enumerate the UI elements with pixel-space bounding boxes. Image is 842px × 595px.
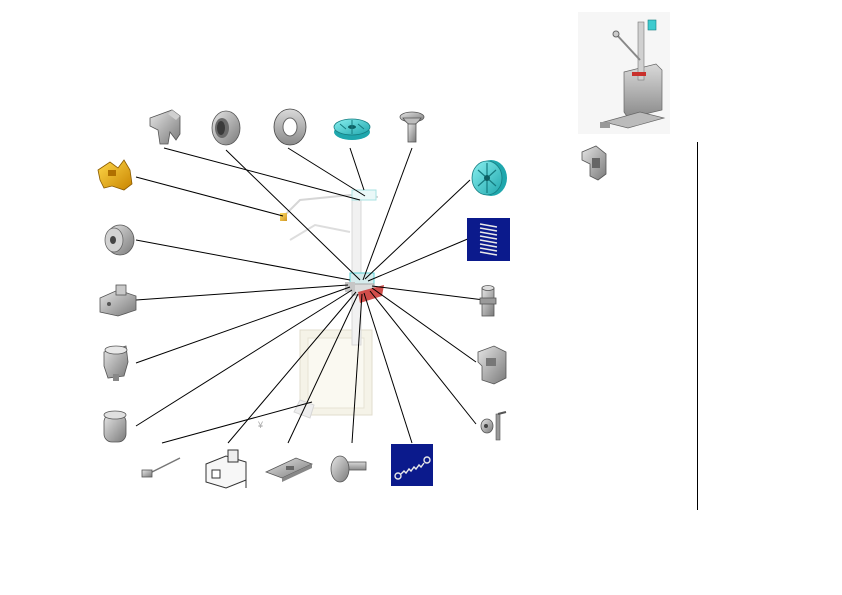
mushroom-pin-icon[interactable] [330,455,367,483]
block-mount-icon[interactable] [99,284,137,317]
clamp-detail [581,145,607,181]
clip-bracket-icon[interactable] [149,109,181,145]
push-pin-icon[interactable] [399,111,425,143]
roller-icon[interactable] [104,224,135,256]
cylinder-sleeve-icon[interactable] [103,410,127,443]
shaft-pin-icon[interactable] [479,285,497,317]
leader-line-lever-arm [369,290,477,425]
leader-lines [135,147,485,444]
angle-bracket-icon[interactable] [477,345,507,385]
leader-line-cyan-wheel [364,179,471,280]
washer-ring-icon[interactable] [273,108,307,146]
leader-line-cup-holder [135,286,351,364]
leader-line-wire-connector [161,401,313,444]
leader-line-push-pin [362,147,413,281]
leader-line-clip-bracket [163,147,361,201]
wheel-icon[interactable] [471,160,507,196]
latch-icon[interactable] [97,159,133,191]
square-connector-icon[interactable] [205,449,247,489]
flanged-bushing-icon[interactable] [211,110,241,146]
leader-line-mushroom-pin [351,293,363,444]
extension-spring-icon[interactable] [391,444,433,486]
cup-holder-icon[interactable] [103,345,129,381]
leader-line-extension-spring [363,292,413,444]
leader-line-square-connector [227,291,357,444]
leader-line-compression-spring [367,237,471,282]
leader-line-cylinder-sleeve [135,289,353,427]
leader-line-slide-rail [287,293,359,444]
leader-line-yellow-latch [135,176,284,217]
leader-line-cyan-pulley-small [349,147,365,191]
leader-line-roller-bushing [135,239,351,281]
wire-connector-icon[interactable] [141,457,181,478]
leader-line-block-mount [135,284,349,301]
lever-arm-icon[interactable] [480,411,507,441]
pulley-icon[interactable] [333,118,371,140]
slide-rail-icon[interactable] [264,457,314,482]
leader-line-washer-ring [287,147,366,197]
leader-line-flanged-bushing [225,149,361,281]
svg-text:¥: ¥ [257,420,264,430]
full-assembly-preview [578,12,670,134]
compression-spring-icon[interactable] [467,218,510,261]
leader-line-angle-bracket [371,287,477,363]
leader-line-shaft-pin [371,285,485,301]
